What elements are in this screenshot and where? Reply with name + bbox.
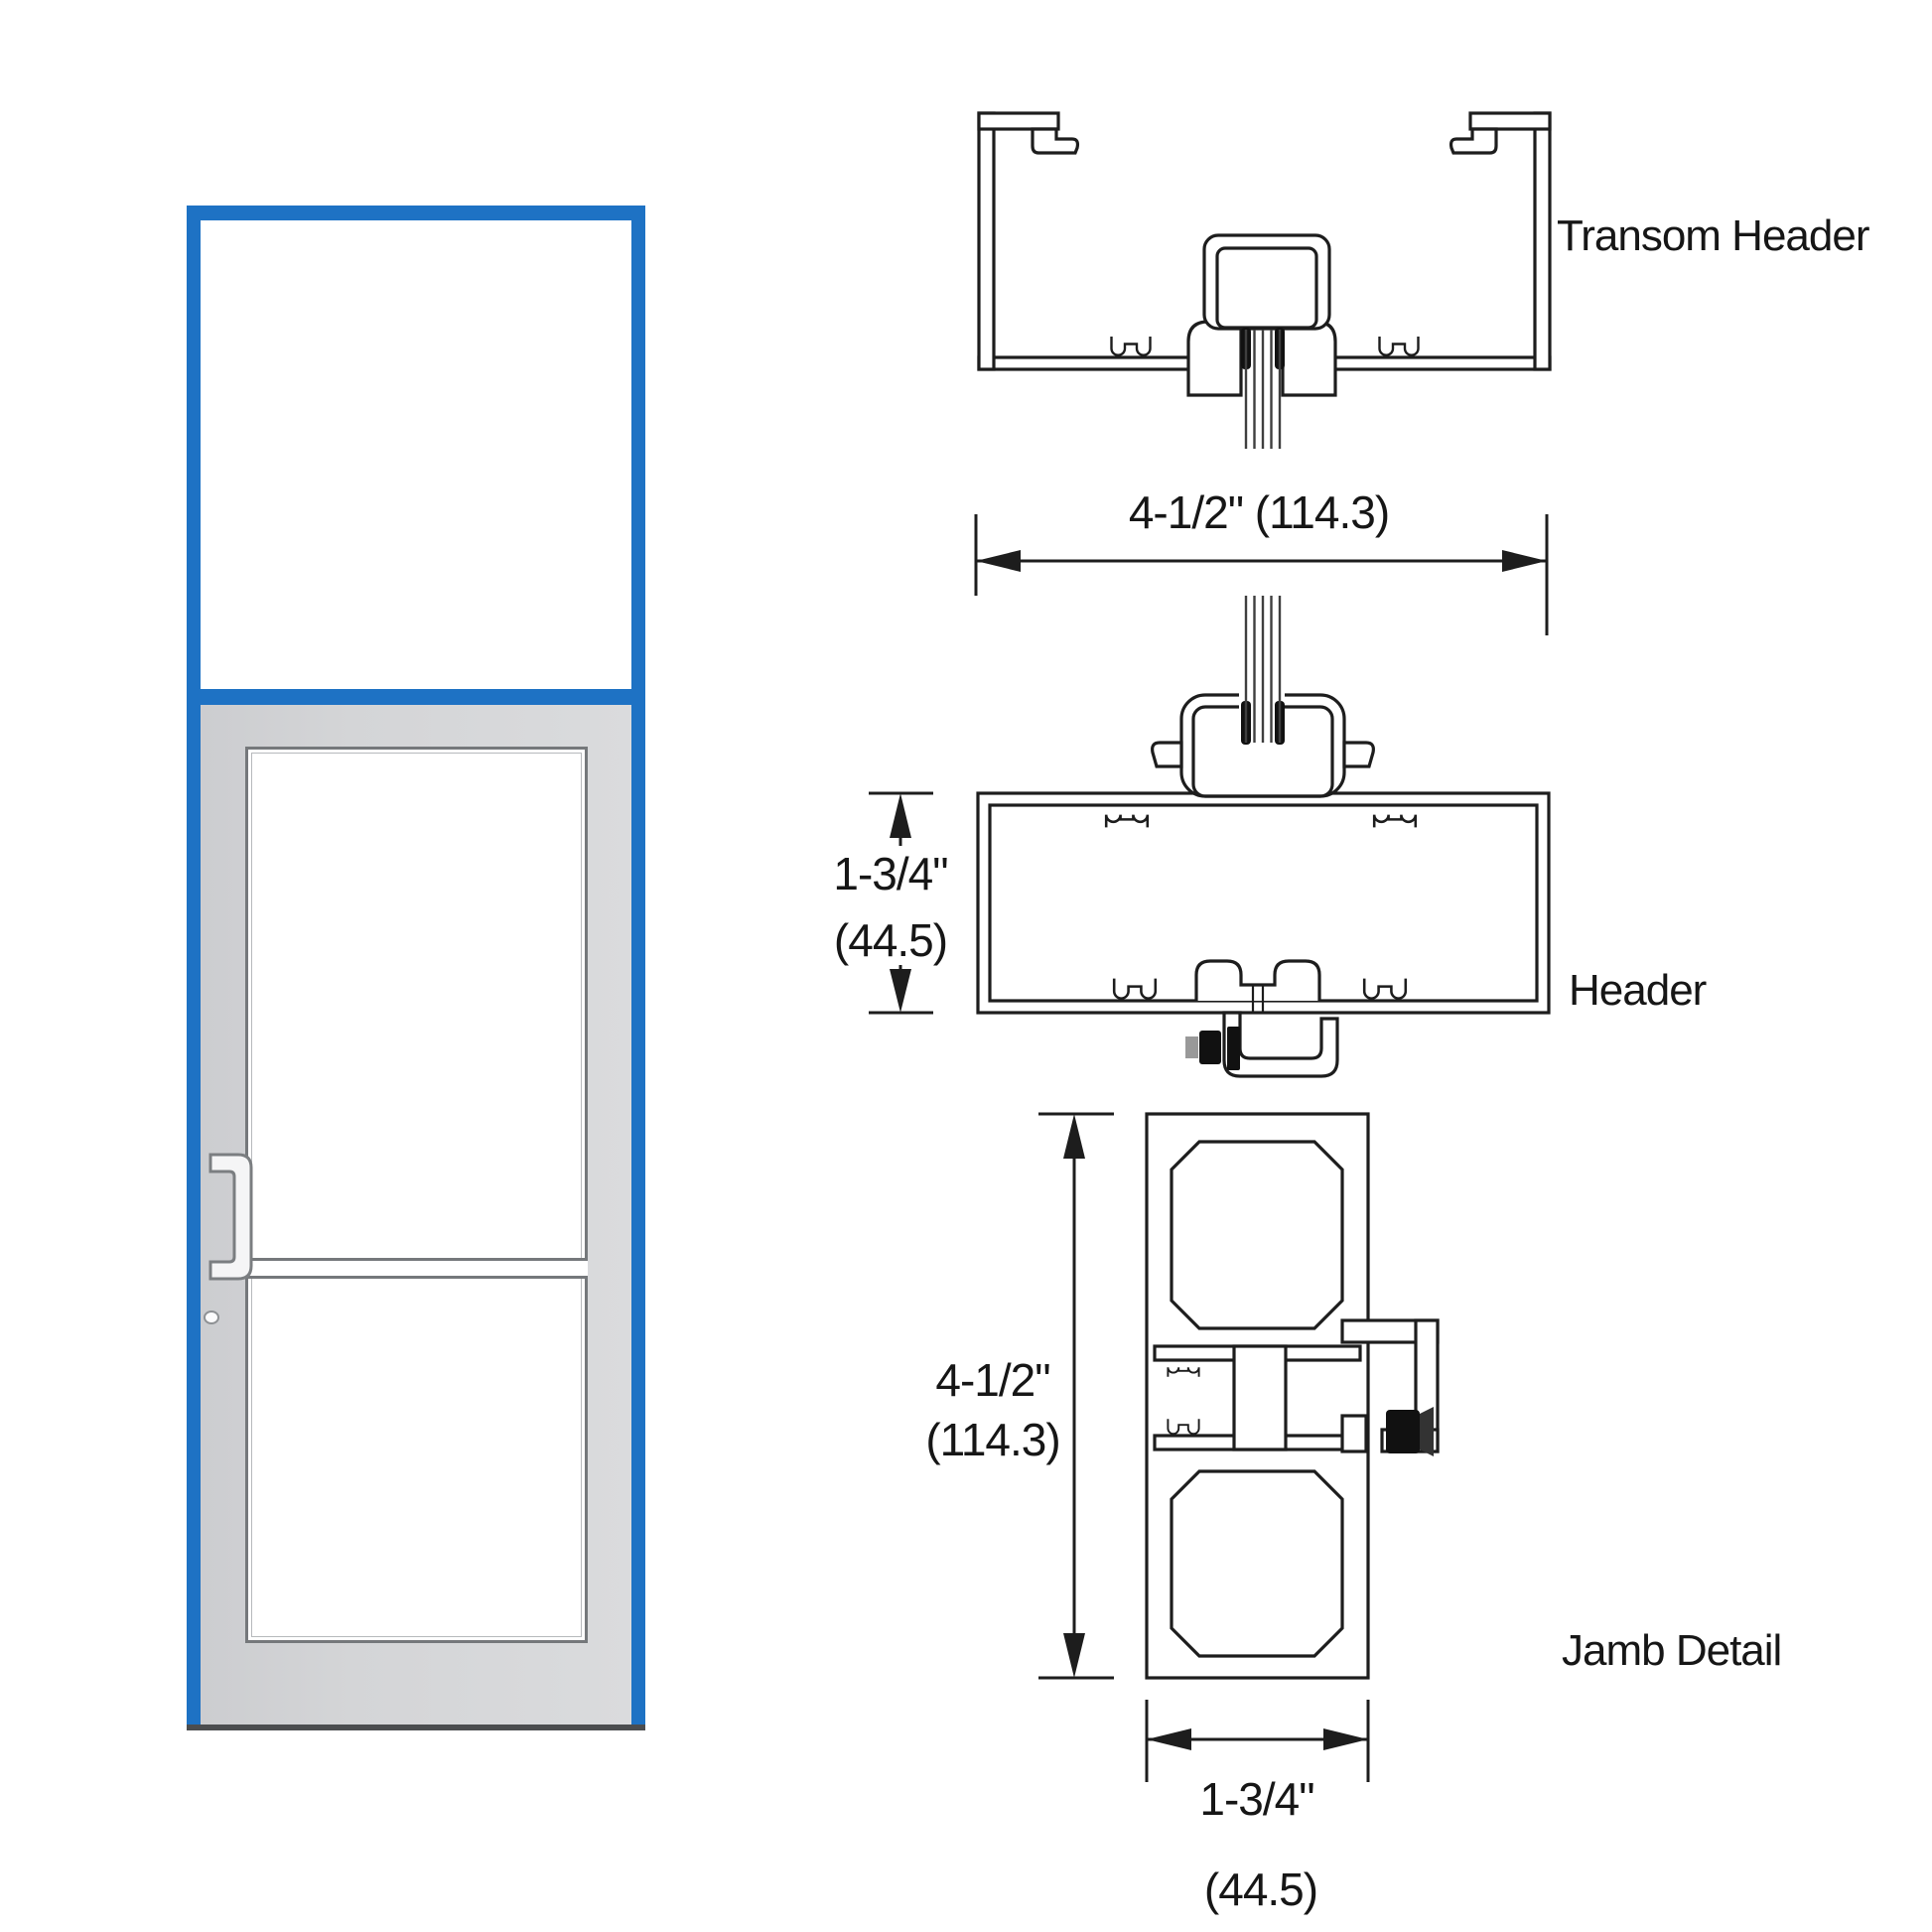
door-midrail (245, 1258, 588, 1279)
jamb-profile (1145, 1112, 1440, 1680)
dimension-header-height-line (869, 791, 933, 1015)
glazing-clip (1378, 335, 1420, 356)
door-stop (1222, 1011, 1339, 1078)
header-tube (976, 791, 1551, 1015)
lock-cylinder (204, 1311, 219, 1324)
label-header: Header (1569, 966, 1707, 1015)
door-glass (245, 747, 588, 1643)
door-threshold (187, 1725, 645, 1730)
glazing-clip (1110, 335, 1152, 356)
dimension-transom-width-line (974, 514, 1549, 635)
dimension-header-height-text1: 1-3/4" (833, 848, 948, 899)
doorstop-seat (1194, 959, 1321, 1001)
left-hook (1031, 127, 1080, 155)
door-elevation-frame (187, 206, 645, 1730)
dimension-jamb-width-text1: 1-3/4" (1199, 1773, 1314, 1825)
dimension-jamb-width-line (1145, 1700, 1370, 1782)
weatherstrip (1227, 1027, 1240, 1070)
jamb-chamber-top (1170, 1140, 1344, 1330)
transom-glass (201, 220, 631, 689)
door-panel (201, 705, 631, 1725)
dimension-jamb-height-line (1038, 1112, 1114, 1680)
jamb-web (1232, 1344, 1288, 1451)
glazing-pocket-right (1281, 320, 1337, 397)
dimension-header-height-text2: (44.5) (833, 914, 948, 966)
jamb-chamber-bottom (1170, 1469, 1344, 1658)
door-pull-handle (208, 1153, 253, 1281)
header-profile (976, 689, 1551, 1078)
glass-strip-upper (1244, 330, 1282, 449)
dimension-jamb-height-text1: 4-1/2" (935, 1354, 1050, 1406)
glass-strip-lower (1244, 596, 1282, 743)
dimension-jamb-height-text2: (114.3) (925, 1414, 1060, 1465)
right-hook (1449, 127, 1498, 155)
weatherstrip (1199, 1031, 1221, 1064)
weatherstrip (1386, 1410, 1420, 1453)
dimension-transom-width-text: 4-1/2" (114.3) (1128, 486, 1390, 538)
dimension-jamb-width-text2: (44.5) (1203, 1863, 1318, 1915)
label-jamb-detail: Jamb Detail (1562, 1626, 1782, 1675)
transom-header-profile (977, 111, 1552, 397)
glazing-pocket-left (1186, 320, 1243, 397)
label-transom-header: Transom Header (1557, 211, 1869, 260)
